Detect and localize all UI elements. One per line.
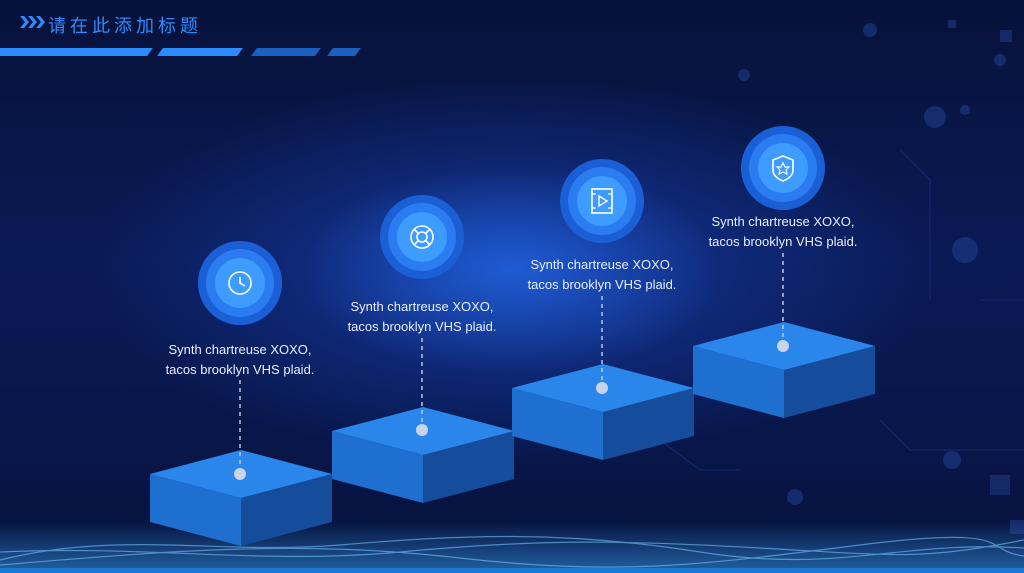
clock-icon bbox=[198, 241, 282, 325]
step-4-text-line1: Synth chartreuse XOXO, bbox=[711, 214, 855, 229]
step-2-dot bbox=[416, 424, 428, 436]
step-3-text-line1: Synth chartreuse XOXO, bbox=[530, 257, 674, 272]
step-4-icon-circle bbox=[741, 126, 825, 210]
step-1-dot bbox=[234, 468, 246, 480]
step-2-label: Synth chartreuse XOXO, tacos brooklyn VH… bbox=[322, 297, 522, 337]
step-3-text-line2: tacos brooklyn VHS plaid. bbox=[527, 277, 677, 292]
step-1-label: Synth chartreuse XOXO, tacos brooklyn VH… bbox=[140, 340, 340, 380]
step-3-label: Synth chartreuse XOXO, tacos brooklyn VH… bbox=[502, 255, 702, 295]
step-3-dot bbox=[596, 382, 608, 394]
step-1-text-line2: tacos brooklyn VHS plaid. bbox=[165, 362, 315, 377]
video-play-icon bbox=[560, 159, 644, 243]
bottom-bar bbox=[0, 568, 1024, 573]
step-2-text-line2: tacos brooklyn VHS plaid. bbox=[347, 319, 497, 334]
step-2-text-line1: Synth chartreuse XOXO, bbox=[350, 299, 494, 314]
step-2-icon-circle bbox=[380, 195, 464, 279]
step-4-label: Synth chartreuse XOXO, tacos brooklyn VH… bbox=[683, 212, 883, 252]
step-3-icon-circle bbox=[560, 159, 644, 243]
page-title: 请在此添加标题 bbox=[48, 16, 202, 37]
step-1-icon-circle bbox=[198, 241, 282, 325]
step-4-dot bbox=[777, 340, 789, 352]
chevron-right-icon bbox=[20, 16, 45, 28]
lifebuoy-icon bbox=[380, 195, 464, 279]
step-4-text-line2: tacos brooklyn VHS plaid. bbox=[708, 234, 858, 249]
shield-star-icon bbox=[741, 126, 825, 210]
step-1-text-line1: Synth chartreuse XOXO, bbox=[168, 342, 312, 357]
